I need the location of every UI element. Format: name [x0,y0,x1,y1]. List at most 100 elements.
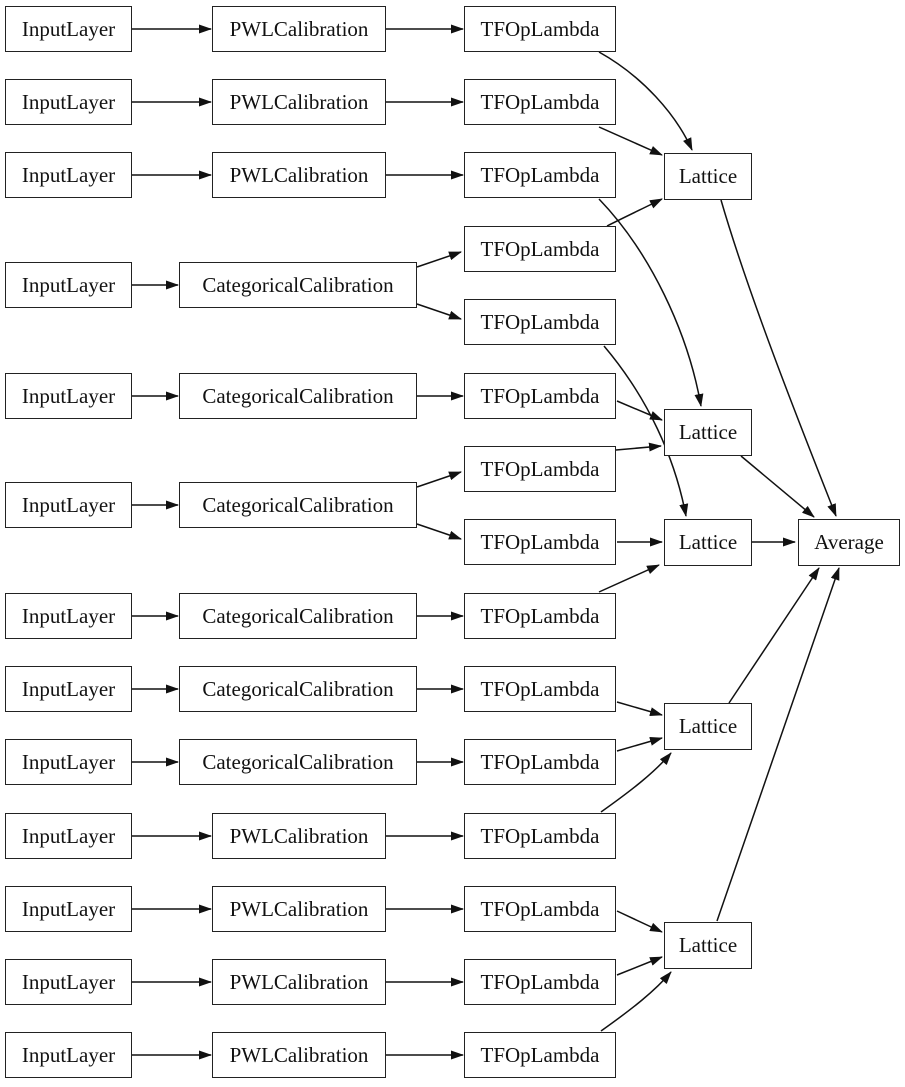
node-label: TFOpLambda [480,969,600,994]
node-input-4: InputLayer [5,262,132,308]
node-input-5: InputLayer [5,373,132,419]
node-lattice-2: Lattice [664,409,752,456]
node-lambda-5: TFOpLambda [464,299,616,345]
node-input-9: InputLayer [5,739,132,785]
edge-lambda-7-to-lattice-2 [615,442,662,452]
node-input-3: InputLayer [5,152,132,198]
node-label: TFOpLambda [480,1042,600,1067]
edge-lambda-5-to-lattice-3 [603,345,689,517]
edge-lambda-10-to-lattice-4 [616,701,663,716]
node-lambda-9: TFOpLambda [464,593,616,639]
node-lambda-11: TFOpLambda [464,739,616,785]
node-label: PWLCalibration [229,89,369,114]
edge-lambda-15-to-lattice-5 [600,971,672,1032]
edge-lambda-3-to-lattice-2 [598,198,704,407]
node-pwl-6: PWLCalibration [212,959,386,1005]
node-cat-3: CategoricalCalibration [179,482,417,528]
node-label: InputLayer [21,749,116,774]
edge-lattice-5-to-average [716,567,840,922]
node-label: PWLCalibration [229,969,369,994]
edge-lambda-11-to-lattice-4 [616,737,663,752]
node-label: TFOpLambda [480,89,600,114]
node-input-1: InputLayer [5,6,132,52]
node-pwl-3: PWLCalibration [212,152,386,198]
edge-lattice-1-to-average [720,199,837,517]
node-label: TFOpLambda [480,236,600,261]
edge-lambda-9-to-lattice-3 [598,564,660,593]
node-input-12: InputLayer [5,959,132,1005]
node-pwl-7: PWLCalibration [212,1032,386,1078]
edge-cat-1-to-lambda-4 [416,251,462,268]
node-lambda-15: TFOpLambda [464,1032,616,1078]
node-lambda-8: TFOpLambda [464,519,616,565]
node-lattice-4: Lattice [664,703,752,750]
node-label: PWLCalibration [229,162,369,187]
node-lattice-1: Lattice [664,153,752,200]
node-label: Lattice [678,420,738,444]
edge-cat-1-to-lambda-5 [416,303,462,320]
node-input-10: InputLayer [5,813,132,859]
node-label: CategoricalCalibration [202,492,394,517]
node-label: Average [814,530,884,554]
node-lambda-2: TFOpLambda [464,79,616,125]
node-pwl-1: PWLCalibration [212,6,386,52]
node-lambda-13: TFOpLambda [464,886,616,932]
node-cat-6: CategoricalCalibration [179,739,417,785]
node-input-13: InputLayer [5,1032,132,1078]
edge-cat-3-to-lambda-8 [416,523,462,540]
node-label: TFOpLambda [480,456,600,481]
node-label: TFOpLambda [480,162,600,187]
node-cat-5: CategoricalCalibration [179,666,417,712]
node-label: TFOpLambda [480,749,600,774]
node-label: Lattice [678,933,738,957]
node-label: TFOpLambda [480,823,600,848]
node-cat-2: CategoricalCalibration [179,373,417,419]
node-label: Lattice [678,164,738,188]
node-label: CategoricalCalibration [202,272,394,297]
node-label: InputLayer [21,603,116,628]
node-lambda-7: TFOpLambda [464,446,616,492]
node-lambda-12: TFOpLambda [464,813,616,859]
node-label: InputLayer [21,823,116,848]
edge-lambda-13-to-lattice-5 [616,910,663,933]
node-input-7: InputLayer [5,593,132,639]
node-label: CategoricalCalibration [202,603,394,628]
node-label: InputLayer [21,16,116,41]
node-lambda-4: TFOpLambda [464,226,616,272]
edge-lambda-6-to-lattice-2 [616,400,663,421]
node-label: TFOpLambda [480,896,600,921]
node-lambda-10: TFOpLambda [464,666,616,712]
edge-lattice-2-to-average [740,455,815,518]
node-label: InputLayer [21,676,116,701]
node-label: TFOpLambda [480,676,600,701]
node-cat-1: CategoricalCalibration [179,262,417,308]
node-pwl-4: PWLCalibration [212,813,386,859]
node-pwl-5: PWLCalibration [212,886,386,932]
node-label: TFOpLambda [480,603,600,628]
node-label: InputLayer [21,492,116,517]
node-label: TFOpLambda [480,309,600,334]
node-pwl-2: PWLCalibration [212,79,386,125]
edge-lambda-14-to-lattice-5 [616,956,663,976]
node-label: PWLCalibration [229,1042,369,1067]
node-label: Lattice [678,714,738,738]
node-lambda-14: TFOpLambda [464,959,616,1005]
node-label: InputLayer [21,1042,116,1067]
edge-cat-3-to-lambda-7 [416,471,462,488]
node-label: CategoricalCalibration [202,749,394,774]
node-label: CategoricalCalibration [202,383,394,408]
edge-lambda-12-to-lattice-4 [600,752,672,813]
node-input-6: InputLayer [5,482,132,528]
node-label: InputLayer [21,162,116,187]
node-label: PWLCalibration [229,823,369,848]
node-lattice-3: Lattice [664,519,752,566]
node-cat-4: CategoricalCalibration [179,593,417,639]
node-label: InputLayer [21,969,116,994]
node-label: TFOpLambda [480,16,600,41]
node-lambda-1: TFOpLambda [464,6,616,52]
node-label: TFOpLambda [480,529,600,554]
node-lambda-3: TFOpLambda [464,152,616,198]
node-lambda-6: TFOpLambda [464,373,616,419]
